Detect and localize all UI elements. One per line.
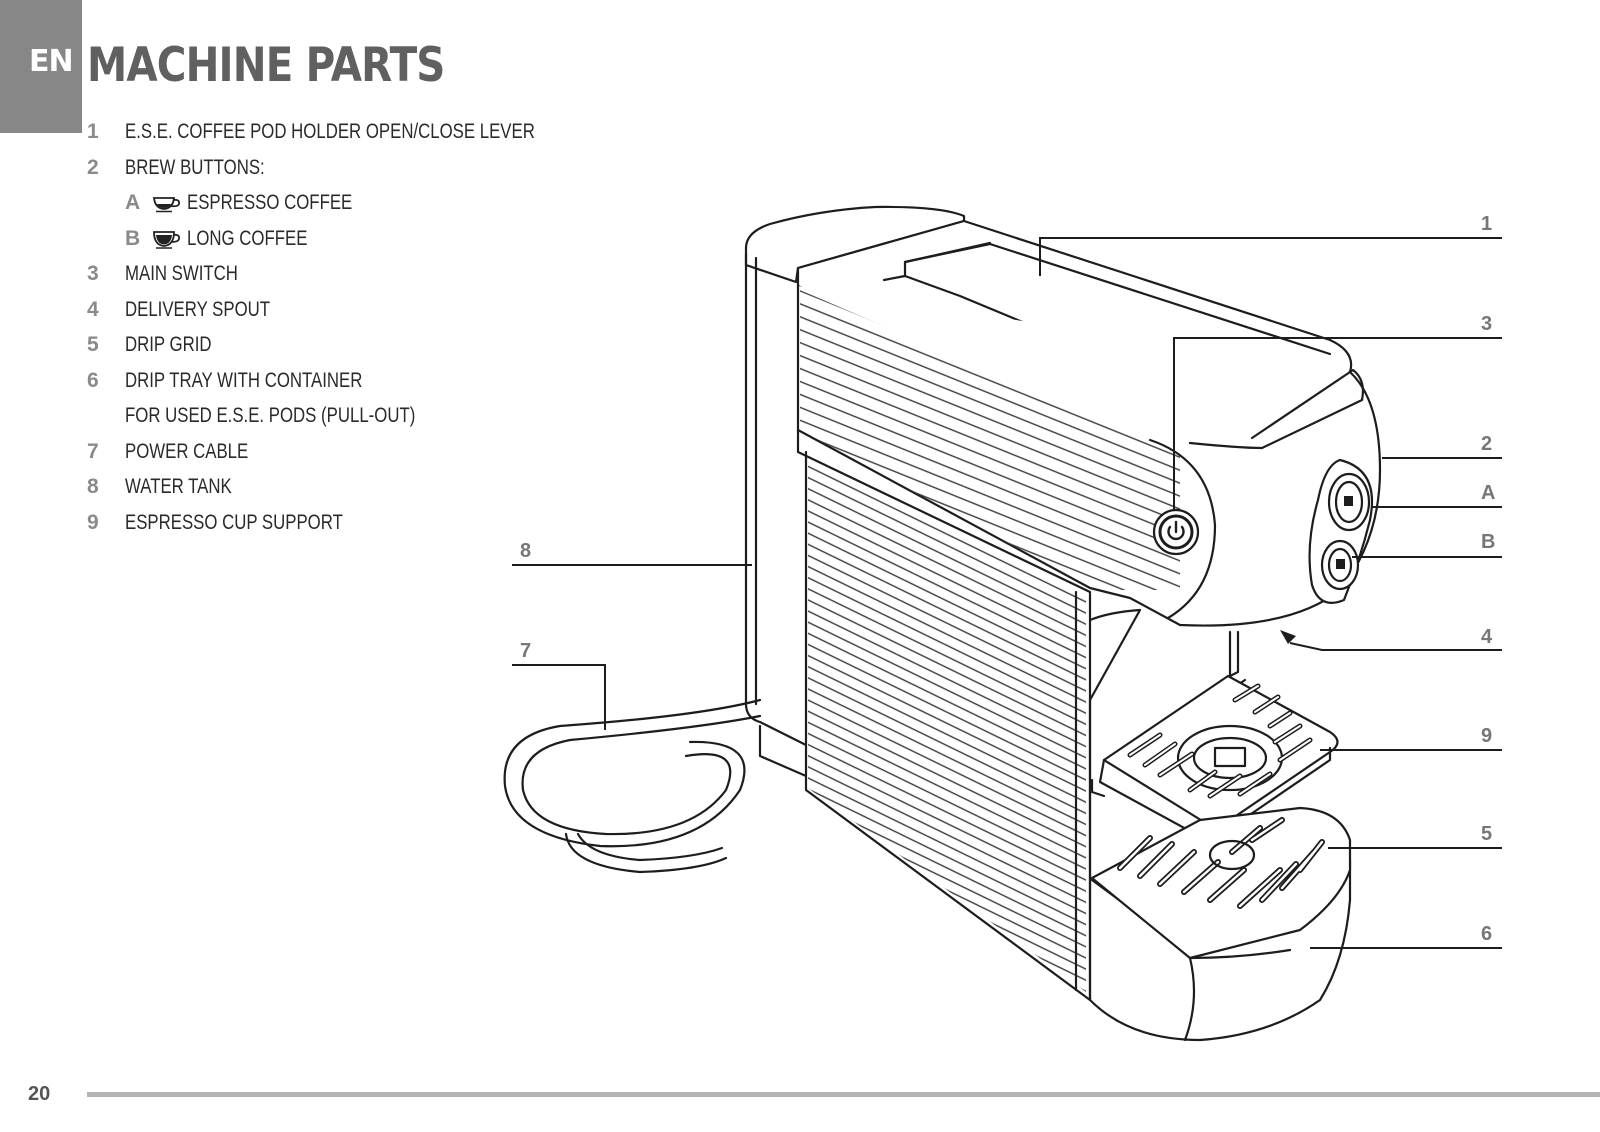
list-item: 6 DRIP TRAY WITH CONTAINER (87, 367, 547, 403)
long-coffee-cup-icon (153, 230, 181, 249)
list-item: 9 ESPRESSO CUP SUPPORT (87, 509, 547, 545)
language-tab: EN (0, 0, 82, 133)
power-cable (503, 698, 762, 874)
callout-a: A (1481, 482, 1495, 504)
callout-2: 2 (1481, 433, 1492, 455)
list-item: 7 POWER CABLE (87, 438, 547, 474)
machine-body (796, 219, 1382, 1042)
arrow-icon (1280, 630, 1296, 644)
list-item: FOR USED E.S.E. PODS (PULL-OUT) (87, 402, 547, 438)
list-item: 8 WATER TANK (87, 473, 547, 509)
water-tank (744, 205, 966, 778)
page-number: 20 (28, 1083, 51, 1105)
callout-6: 6 (1481, 923, 1492, 945)
espresso-cup-icon (153, 197, 181, 213)
footer-rule (87, 1092, 1600, 1097)
part-number: 8 (87, 475, 99, 498)
part-label: E.S.E. COFFEE POD HOLDER OPEN/CLOSE LEVE… (125, 120, 535, 143)
leader-lines (512, 237, 1502, 949)
part-label: WATER TANK (125, 475, 232, 498)
callout-4: 4 (1481, 626, 1493, 648)
part-letter: B (125, 226, 141, 250)
part-number: 9 (87, 510, 99, 534)
part-number: 4 (87, 297, 99, 321)
part-number: 6 (87, 368, 99, 392)
page-title: MACHINE PARTS (87, 38, 445, 93)
part-label: BREW BUTTONS: (125, 155, 265, 179)
callout-7: 7 (520, 640, 531, 662)
part-label: POWER CABLE (125, 439, 249, 463)
part-number: 2 (87, 155, 99, 179)
list-item: A ESPRESSO COFFEE (87, 189, 547, 225)
drip-grid (1090, 806, 1352, 960)
callout-1: 1 (1481, 213, 1492, 235)
part-label: MAIN SWITCH (125, 262, 238, 285)
part-label: ESPRESSO CUP SUPPORT (125, 510, 343, 534)
part-label: DRIP TRAY WITH CONTAINER (125, 368, 363, 392)
part-label: DELIVERY SPOUT (125, 297, 271, 321)
part-label: ESPRESSO COFFEE (187, 191, 353, 214)
cup-support (1090, 674, 1339, 844)
part-label: FOR USED E.S.E. PODS (PULL-OUT) (125, 404, 416, 427)
list-item: 2 BREW BUTTONS: (87, 154, 547, 190)
part-number: 3 (87, 262, 99, 285)
callout-5: 5 (1481, 823, 1492, 845)
list-item: 5 DRIP GRID (87, 331, 547, 367)
callout-3: 3 (1481, 313, 1492, 335)
main-switch-button[interactable] (1152, 508, 1200, 556)
parts-list: 1 E.S.E. COFFEE POD HOLDER OPEN/CLOSE LE… (87, 118, 547, 544)
callout-9: 9 (1481, 725, 1492, 747)
callout-8: 8 (520, 540, 531, 562)
brew-buttons[interactable] (1308, 458, 1374, 604)
list-item: 3 MAIN SWITCH (87, 260, 547, 296)
part-number: 5 (87, 333, 99, 356)
part-label: DRIP GRID (125, 333, 212, 356)
part-letter: A (125, 191, 141, 214)
part-label: LONG COFFEE (187, 226, 308, 250)
callout-b: B (1481, 531, 1495, 553)
list-item: 4 DELIVERY SPOUT (87, 296, 547, 332)
list-item: B LONG COFFEE (87, 225, 547, 261)
list-item: 1 E.S.E. COFFEE POD HOLDER OPEN/CLOSE LE… (87, 118, 547, 154)
part-number: 1 (87, 120, 99, 143)
part-number: 7 (87, 439, 99, 463)
